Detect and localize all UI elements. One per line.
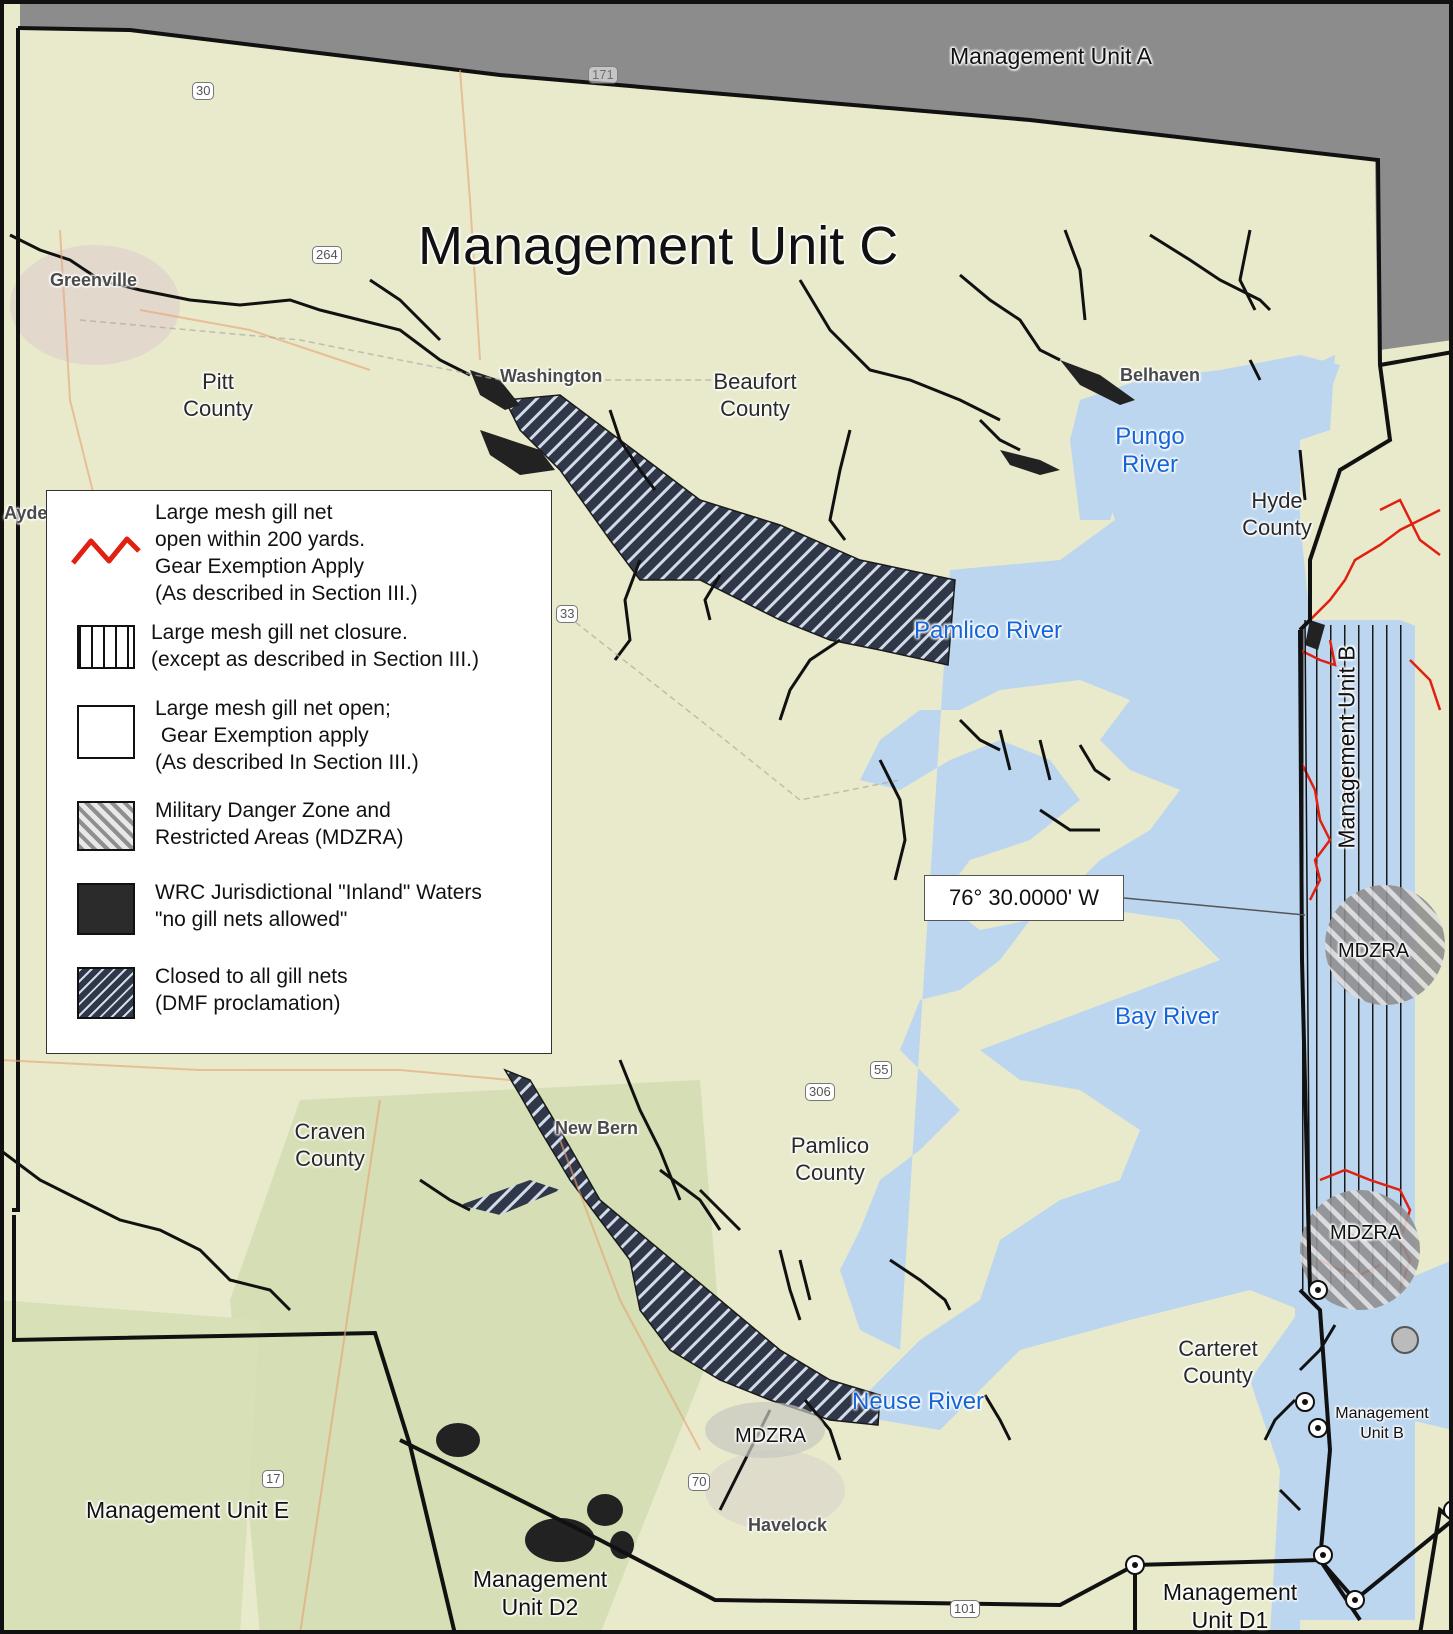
legend-text: Large mesh gill net closure. (except as … xyxy=(151,621,479,671)
wrc-inland-water xyxy=(436,1423,480,1457)
craven-county-label: Craven County xyxy=(294,1119,366,1171)
legend-text: Closed to all gill nets (DMF proclamatio… xyxy=(155,965,348,1015)
carteret-county-label: Carteret County xyxy=(1178,1336,1258,1388)
mdzra-zone xyxy=(1300,1190,1420,1310)
railroads xyxy=(79,319,901,801)
pitt-county-label: Pitt County xyxy=(183,369,253,421)
mdzra-label: MDZRA xyxy=(1330,1222,1402,1244)
unit-e-label: Management Unit E xyxy=(86,1497,290,1523)
wrc-inland-water xyxy=(1000,450,1060,475)
bay-river-label: Bay River xyxy=(1115,1003,1220,1030)
highway-shield: 30 xyxy=(192,82,215,100)
legend-item: Closed to all gill nets (DMF proclamatio… xyxy=(47,963,551,1023)
sound-water xyxy=(1405,1260,1453,1430)
unit-d1-label: Management Unit D1 xyxy=(1162,1579,1298,1633)
legend-item: WRC Jurisdictional "Inland" Waters "no g… xyxy=(47,879,551,939)
highway-shield: 55 xyxy=(870,1061,893,1079)
legend-text: Military Danger Zone and Restricted Area… xyxy=(155,799,404,849)
legend-item: Large mesh gill net open; Gear Exemption… xyxy=(47,695,551,779)
legend-item: Military Danger Zone and Restricted Area… xyxy=(47,797,551,857)
sound-water xyxy=(950,460,1300,660)
unit-b-vertical-label: Management Unit B xyxy=(1333,645,1360,849)
highway-shield: 264 xyxy=(312,246,342,264)
mdzra-zone xyxy=(1325,885,1445,1005)
wrc-inland-water xyxy=(470,370,520,410)
unit-a-label: Management Unit A xyxy=(950,43,1153,69)
pamlico-river-label: Pamlico River xyxy=(914,617,1063,644)
highway-shield: 306 xyxy=(805,1083,835,1101)
mdzra-label: MDZRA xyxy=(1338,940,1410,962)
neuse-river-label: Neuse River xyxy=(852,1388,985,1415)
town-havelock: Havelock xyxy=(748,1515,828,1535)
legend-item: Large mesh gill net open within 200 yard… xyxy=(47,499,551,609)
highway-shield: 171 xyxy=(588,66,618,84)
highway-shield: 33 xyxy=(556,605,579,623)
boundary-marker-dots xyxy=(1132,1287,1358,1603)
forest-area xyxy=(0,1300,260,1634)
roads xyxy=(0,69,701,1634)
wrc-inland-water xyxy=(1305,620,1325,650)
town-washington: Washington xyxy=(500,366,603,386)
town-new-bern: New Bern xyxy=(555,1118,639,1138)
pamlico-closed-area xyxy=(503,394,956,666)
legend-item: Large mesh gill net closure. (except as … xyxy=(47,619,551,679)
longitude-callout: 76° 30.0000' W xyxy=(924,875,1124,921)
beaufort-county-label: Beaufort County xyxy=(713,369,797,421)
red-line-icon xyxy=(71,536,141,565)
town-greenville: Greenville xyxy=(50,270,138,290)
highway-shield: 70 xyxy=(688,1473,711,1491)
wrc-inland-water xyxy=(587,1494,623,1526)
town-belhaven: Belhaven xyxy=(1120,365,1201,385)
wrc-inland-water xyxy=(480,430,555,475)
town-ayden-partial: Ayde xyxy=(4,503,48,523)
callout-line xyxy=(1123,897,1306,916)
highway-shield: 17 xyxy=(262,1470,285,1488)
map-title: Management Unit C xyxy=(418,216,899,276)
unit-b-inner-boundary xyxy=(1304,619,1311,1291)
gray-diagonal-icon xyxy=(77,801,135,851)
mdzra-label: MDZRA xyxy=(735,1425,807,1447)
unit-d2-label: Management Unit D2 xyxy=(472,1566,608,1620)
mdzra-marker xyxy=(1391,1326,1419,1354)
pamlico-county-label: Pamlico County xyxy=(790,1133,870,1185)
hyde-county-label: Hyde County xyxy=(1242,488,1312,540)
dark-hatch-icon xyxy=(77,967,135,1019)
vertical-lines-icon xyxy=(77,625,135,669)
wrc-inland-water xyxy=(525,1518,595,1562)
wrc-inland-water xyxy=(610,1531,634,1559)
land-area xyxy=(1380,340,1453,640)
pungo-river xyxy=(1070,355,1340,520)
unit-a-area xyxy=(20,0,1453,365)
unit-b-small-label: Management Unit B xyxy=(1335,1405,1429,1442)
pungo-river-label: Pungo River xyxy=(1115,423,1185,478)
black-fill-icon xyxy=(77,883,135,935)
highway-shield: 101 xyxy=(950,1600,980,1618)
legend-text: Large mesh gill net open; Gear Exemption… xyxy=(155,697,419,774)
sound-water xyxy=(840,355,1335,1634)
wrc-inland-water xyxy=(1060,360,1135,405)
trent-closed-area xyxy=(460,1180,560,1215)
white-box-icon xyxy=(77,705,135,759)
legend-text: Large mesh gill net open within 200 yard… xyxy=(155,501,418,605)
mdzra-zone xyxy=(705,1402,825,1458)
urban-area xyxy=(10,245,180,365)
legend-text: WRC Jurisdictional "Inland" Waters "no g… xyxy=(155,881,482,931)
legend: Large mesh gill net open within 200 yard… xyxy=(46,490,552,1054)
